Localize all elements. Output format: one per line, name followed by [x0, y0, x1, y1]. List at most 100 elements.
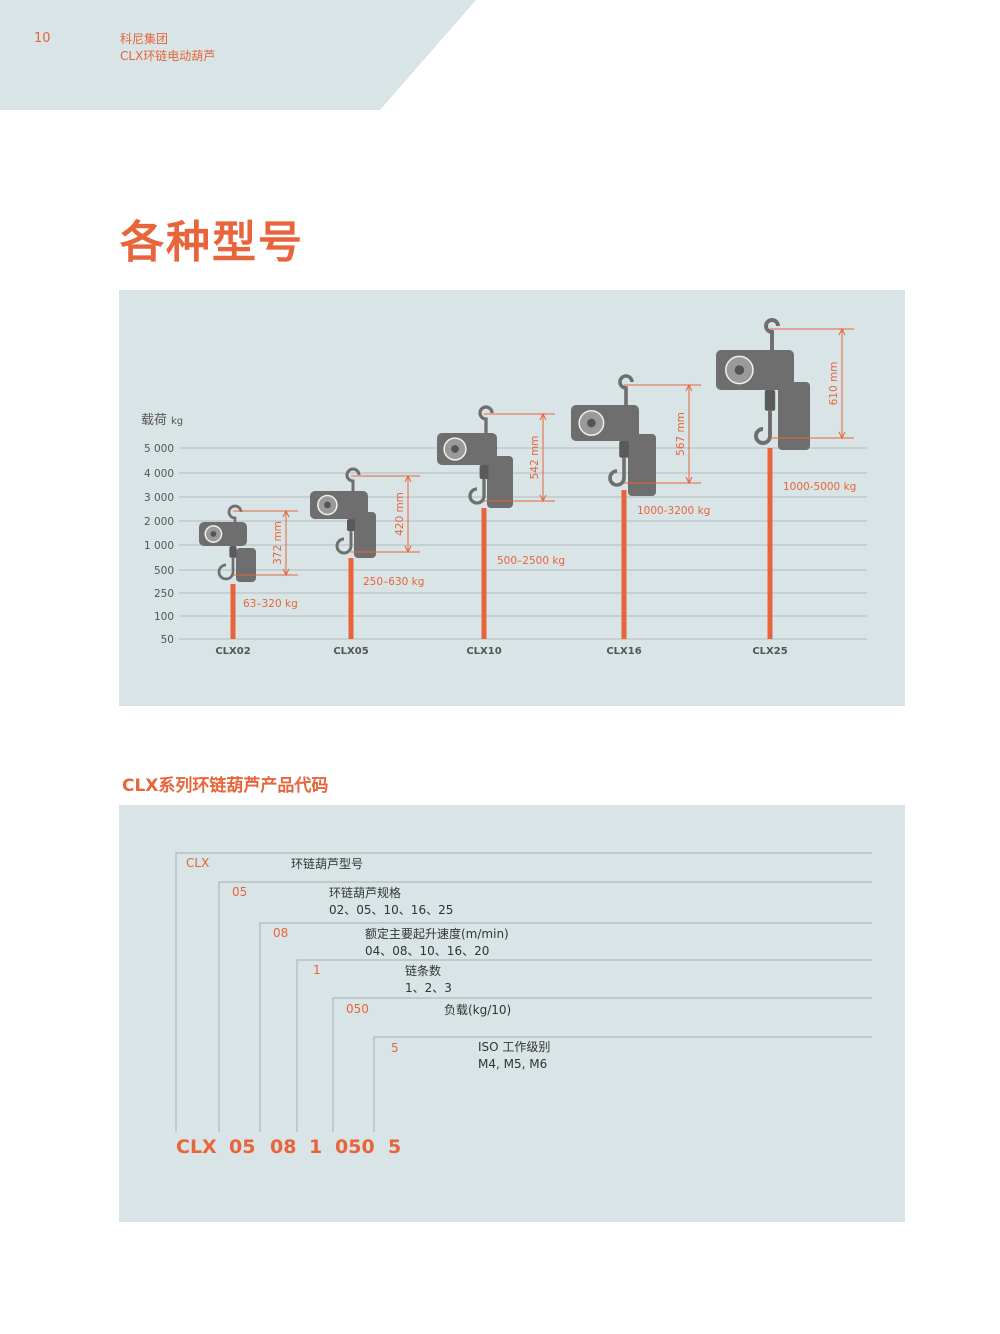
dimension-arrow	[404, 545, 412, 554]
y-tick-label: 2 000	[144, 516, 174, 528]
model-name-label: CLX10	[466, 646, 501, 657]
code-desc-speed: 额定主要起升速度(m/min) 04、08、10、16、20	[365, 926, 509, 960]
code-desc-speed-title: 额定主要起升速度(m/min)	[365, 927, 509, 941]
code-desc-size-title: 环链葫芦规格	[329, 886, 402, 900]
dimension-arrow	[838, 327, 846, 336]
code-desc-load: 负载(kg/10)	[444, 1003, 512, 1017]
y-tick-label: 1 000	[144, 540, 174, 552]
load-range-bar	[481, 508, 487, 639]
code-desc-speed-values: 04、08、10、16、20	[365, 944, 490, 958]
hoist-group: 567 mm 1000-3200 kg CLX16	[571, 374, 710, 657]
bottom-hook-icon	[217, 557, 235, 581]
chain-bag-icon	[236, 548, 256, 582]
dimension-arrow	[539, 494, 547, 503]
code-label-iso: 5	[391, 1041, 399, 1055]
load-range-label: 1000-5000 kg	[783, 481, 856, 493]
y-tick-label: 3 000	[144, 492, 174, 504]
load-range-label: 500–2500 kg	[497, 555, 565, 567]
bottom-hook-icon	[335, 531, 353, 555]
model-name-label: CLX02	[215, 646, 250, 657]
top-hook-icon	[227, 504, 243, 524]
chain-block-icon	[347, 519, 355, 532]
code-desc-chains: 链条数 1、2、3	[405, 963, 452, 997]
dimension-arrow	[838, 431, 846, 440]
load-range-bar	[230, 584, 236, 639]
header-band	[0, 0, 476, 110]
code-desc-chains-title: 链条数	[405, 964, 442, 978]
full-code-segment: 05	[229, 1136, 256, 1158]
dimension-arrow	[404, 474, 412, 483]
load-range-label: 1000-3200 kg	[637, 505, 710, 517]
dimension-arrow	[685, 383, 693, 392]
bottom-hook-icon	[608, 457, 626, 487]
code-panel	[119, 805, 905, 1222]
top-hook-icon	[764, 318, 780, 352]
full-code-segment: CLX	[176, 1136, 217, 1158]
load-range-bar	[621, 490, 627, 639]
model-name-label: CLX16	[606, 646, 641, 657]
code-label-speed: 08	[273, 926, 289, 940]
load-range-bar	[767, 448, 773, 639]
chain-block-icon	[479, 465, 489, 479]
code-desc-chains-values: 1、2、3	[405, 981, 452, 995]
code-label-model: CLX	[186, 856, 210, 870]
bottom-hook-icon	[468, 478, 486, 505]
model-name-label: CLX05	[333, 646, 368, 657]
hoist-axle-icon	[210, 531, 217, 537]
full-code-segment: 08	[270, 1136, 297, 1158]
hoist-axle-icon	[451, 445, 459, 453]
top-hook-icon	[618, 374, 634, 407]
chain-block-icon	[229, 546, 237, 558]
height-label: 610 mm	[828, 362, 840, 406]
dimension-arrow	[282, 509, 290, 518]
code-desc-iso-title: ISO 工作级别	[478, 1040, 551, 1054]
chain-block-icon	[764, 390, 776, 411]
y-tick-label: 500	[154, 565, 174, 577]
y-tick-label: 4 000	[144, 468, 174, 480]
full-code-segment: 1	[309, 1136, 323, 1158]
code-desc-model: 环链葫芦型号	[291, 857, 364, 871]
height-label: 420 mm	[394, 492, 406, 536]
y-tick-label: 250	[154, 588, 174, 600]
code-label-chains: 1	[313, 963, 321, 977]
company-name: 科尼集团	[120, 32, 169, 46]
height-label: 567 mm	[675, 412, 687, 456]
code-desc-iso: ISO 工作级别 M4, M5, M6	[478, 1039, 550, 1073]
top-hook-icon	[478, 405, 494, 435]
y-tick-label: 5 000	[144, 443, 174, 455]
hoist-axle-icon	[324, 501, 331, 509]
top-hook-icon	[345, 467, 361, 493]
code-label-size: 05	[232, 885, 248, 899]
dimension-arrow	[685, 476, 693, 485]
header-text: 科尼集团 CLX环链电动葫芦	[120, 31, 215, 65]
code-desc-iso-values: M4, M5, M6	[478, 1057, 548, 1071]
chain-block-icon	[619, 441, 629, 458]
hoist-group: 542 mm 500–2500 kg CLX10	[437, 405, 565, 657]
height-label: 542 mm	[529, 436, 541, 480]
y-tick-label: 50	[161, 634, 174, 646]
chain-bag-icon	[778, 382, 810, 450]
height-label: 372 mm	[272, 521, 284, 565]
load-range-label: 250–630 kg	[363, 576, 424, 588]
hoist-axle-icon	[734, 365, 745, 375]
chain-bag-icon	[628, 434, 656, 496]
dimension-arrow	[539, 412, 547, 421]
code-desc-size-values: 02、05、10、16、25	[329, 903, 454, 917]
load-range-label: 63–320 kg	[243, 598, 298, 610]
page-title: 各种型号	[120, 217, 304, 268]
code-section-title: CLX系列环链葫芦产品代码	[122, 776, 329, 796]
load-range-bar	[348, 558, 354, 639]
page-number: 10	[34, 31, 51, 46]
bottom-hook-icon	[754, 410, 772, 445]
code-desc-size: 环链葫芦规格 02、05、10、16、25	[329, 885, 453, 919]
chain-bag-icon	[354, 512, 376, 558]
full-code-segment: 050	[335, 1136, 375, 1158]
dimension-arrow	[282, 568, 290, 577]
y-tick-label: 100	[154, 611, 174, 623]
hoist-group: 420 mm 250–630 kg CLX05	[310, 467, 424, 657]
hoist-group: 372 mm 63–320 kg CLX02	[199, 504, 298, 657]
